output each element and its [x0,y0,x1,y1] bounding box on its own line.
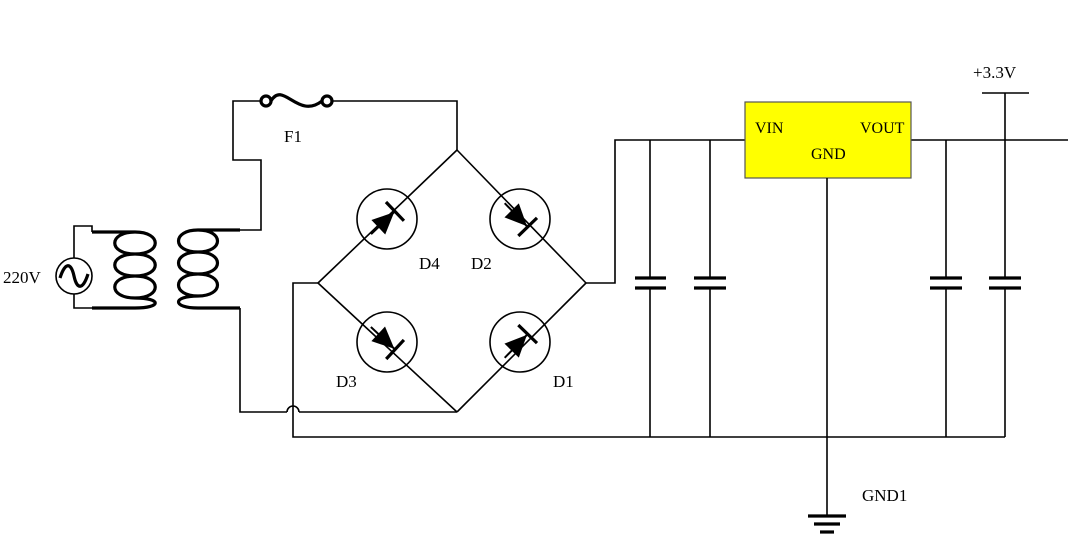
diode-label-d4: D4 [419,254,440,273]
diode-label-d1: D1 [553,372,574,391]
diode-label-d2: D2 [471,254,492,273]
diode-d1 [489,311,551,373]
ground-label: GND1 [862,486,907,505]
capacitor-c4 [989,93,1021,437]
capacitor-c2 [694,140,726,437]
regulator-gnd-label: GND [811,146,846,163]
voltage-regulator: VIN VOUT GND [744,101,912,179]
ac-source-icon [55,225,93,309]
output-voltage-label: +3.3V [973,63,1017,82]
capacitor-c1 [635,140,666,437]
regulator-vin-label: VIN [755,120,784,137]
source-label: 220V [3,268,42,287]
bridge-rectifier [317,149,587,413]
capacitor-c3 [930,140,962,437]
diode-d2 [489,188,551,250]
diode-d3 [356,311,418,373]
transformer-icon [92,228,240,310]
fuse-icon [259,93,334,108]
fuse-label: F1 [284,127,302,146]
ground-icon [808,437,846,534]
diode-label-d3: D3 [336,372,357,391]
regulator-vout-label: VOUT [860,120,905,137]
diode-d4 [356,188,418,250]
